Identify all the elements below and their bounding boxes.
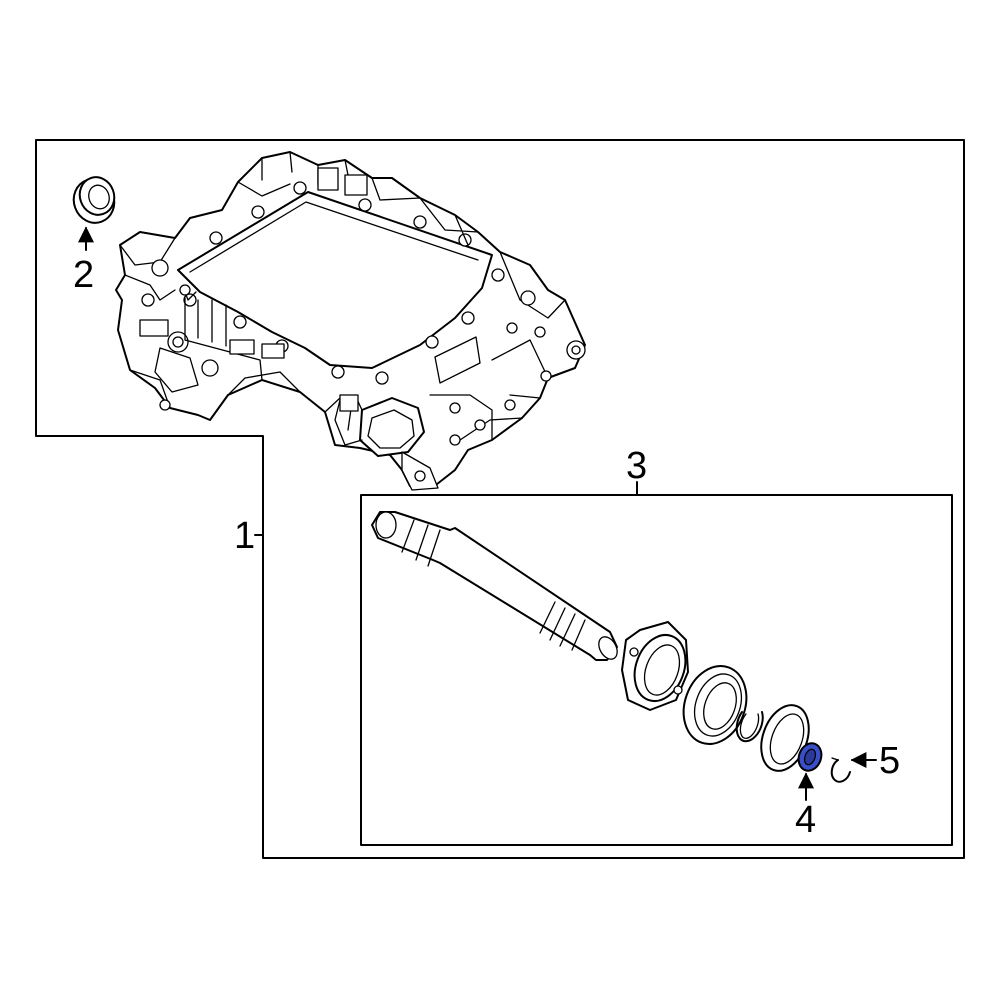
- assembly-frame: [35, 139, 965, 859]
- subassembly-frame: [360, 494, 953, 846]
- callout-5: 5: [879, 740, 900, 782]
- callout-4: 4: [795, 799, 816, 841]
- bearing-housing: [621, 621, 689, 711]
- drive-shaft: [371, 511, 618, 661]
- snap-ring: [735, 711, 764, 743]
- washer: [760, 704, 810, 772]
- snap-ring-part-5: [830, 757, 851, 783]
- seal-part-2: [72, 176, 116, 224]
- seal-part-4: [797, 742, 823, 772]
- callout-2: 2: [73, 254, 94, 296]
- bearing: [682, 665, 748, 745]
- transaxle-housing: [115, 151, 586, 491]
- callout-3: 3: [626, 445, 647, 487]
- callout-1: 1: [234, 515, 255, 557]
